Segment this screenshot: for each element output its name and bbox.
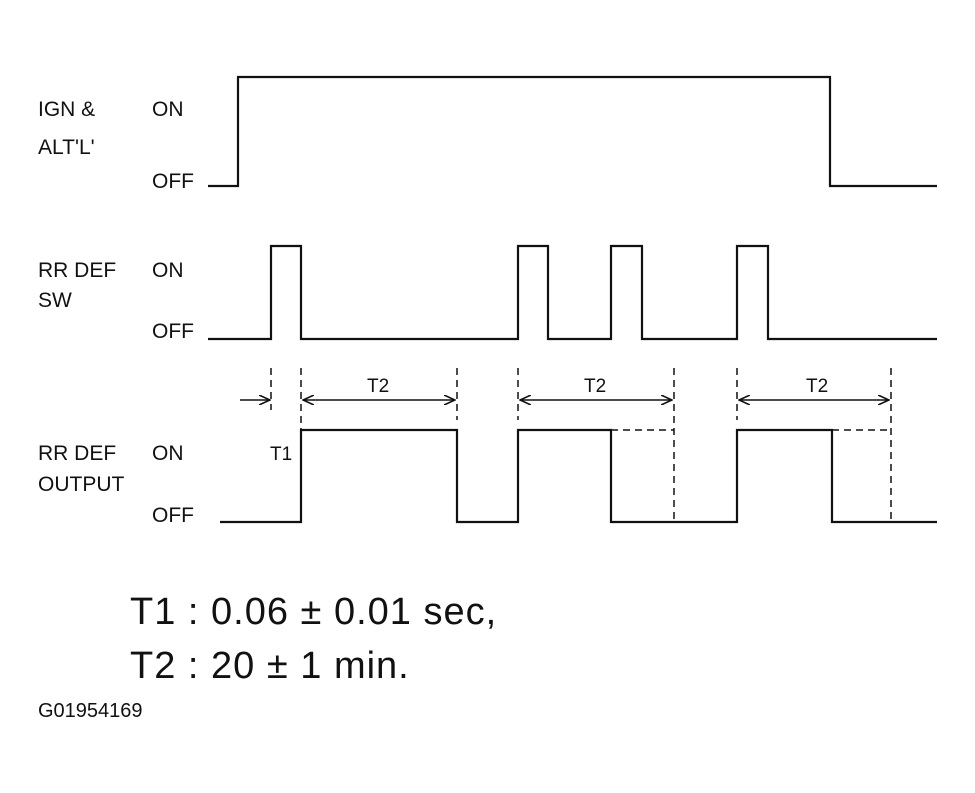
ign-off-label: OFF [152,170,194,193]
ign-label-line1: IGN & [38,98,95,121]
timing-notes: T1 : 0.06 ± 0.01 sec, T2 : 20 ± 1 min. [130,585,497,693]
t2-third-label: T2 [806,376,828,397]
ign-on-label: ON [152,98,184,121]
sw-waveform [208,244,937,341]
output-label-line2: OUTPUT [38,473,125,496]
t2-second-label: T2 [584,376,606,397]
output-on-label: ON [152,442,184,465]
sw-on-label: ON [152,259,184,282]
ign-waveform [208,75,937,188]
figure-code: G01954169 [38,700,143,722]
t2-first-label: T2 [367,376,389,397]
t2-note: T2 : 20 ± 1 min. [130,645,410,687]
t1-note: T1 : 0.06 ± 0.01 sec, [130,591,498,633]
sw-off-label: OFF [152,320,194,343]
sw-label-line1: RR DEF [38,259,116,282]
output-off-label: OFF [152,504,194,527]
t1-label: T1 [270,444,292,465]
output-label-line1: RR DEF [38,442,116,465]
ign-label-line2: ALT'L' [38,136,95,159]
sw-label-line2: SW [38,289,72,312]
output-waveform [220,428,937,524]
